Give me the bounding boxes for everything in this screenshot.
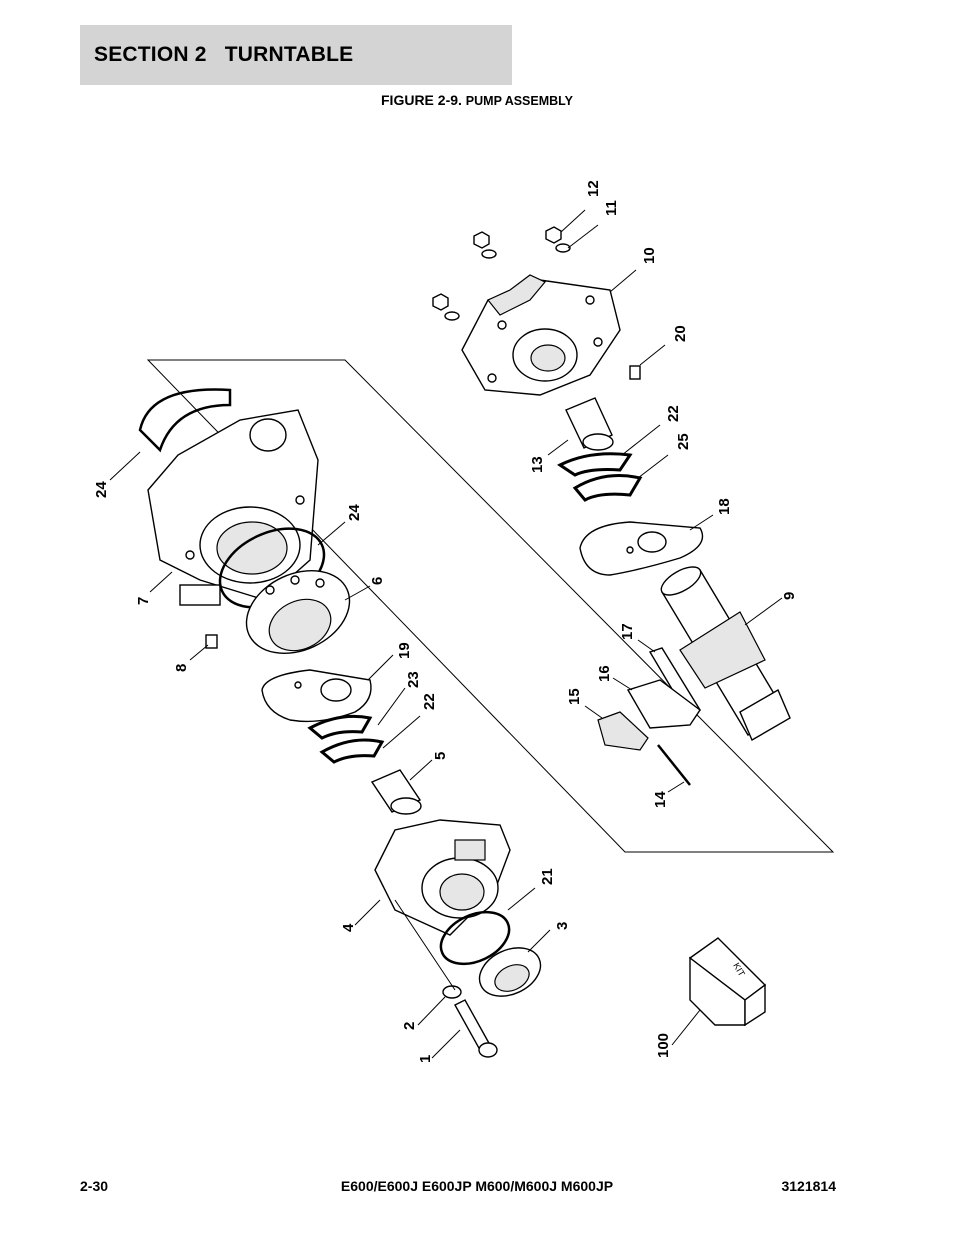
callout-22-upper: 22 [665,405,682,422]
callout-4: 4 [340,923,357,932]
callout-12: 12 [585,180,602,197]
callout-labels: 12 11 10 20 22 25 13 18 9 17 16 15 14 24… [93,180,798,1063]
pressure-plate-shim [597,711,649,751]
locating-pin [205,634,218,649]
callout-1: 1 [417,1055,434,1063]
callout-13: 13 [529,456,546,473]
callout-5: 5 [432,752,449,760]
callout-25: 25 [675,433,692,450]
pressure-plate [626,679,701,729]
section-title: TURNTABLE [224,43,354,66]
section-header: SECTION 2 TURNTABLE [80,25,512,85]
seal-upper-2 [572,474,643,502]
callout-100: 100 [655,1033,672,1058]
callout-2: 2 [401,1022,418,1030]
washer [442,985,462,999]
callout-16: 16 [596,665,613,682]
section-number: SECTION 2 [94,43,207,66]
callout-10: 10 [641,247,658,264]
callout-21: 21 [539,868,556,885]
callout-8: 8 [173,664,190,672]
seal-kit-box: KIT [688,937,767,1027]
axis-line [394,899,456,991]
figure-label: FIGURE 2-9. [381,92,462,108]
callout-20: 20 [672,325,689,342]
leader-lines [109,209,783,1059]
callout-14: 14 [652,791,669,808]
cap-screw [454,999,498,1058]
figure-caption: PUMP ASSEMBLY [465,94,573,108]
nut-washer-set [432,226,571,321]
dowel-pin [629,365,641,380]
group-outline [146,359,835,853]
wear-plate-upper [579,521,704,576]
callout-23: 23 [405,671,422,688]
model-numbers: E600/E600J E600JP M600/M600J M600JP [340,1178,614,1194]
end-cover [374,819,511,936]
seal-lower-1 [307,714,373,740]
figure-title: FIGURE 2-9. PUMP ASSEMBLY [0,92,954,108]
wear-plate-lower [261,669,372,723]
callout-6: 6 [369,577,386,585]
callout-18: 18 [716,498,733,515]
page-number: 2-30 [80,1178,109,1194]
callout-9: 9 [781,592,798,600]
drive-shaft [660,566,791,742]
callout-15: 15 [566,688,583,705]
callout-7: 7 [135,597,152,605]
callout-19: 19 [396,642,413,659]
callout-17: 17 [619,623,636,640]
seal-lower-2 [319,738,385,764]
callout-24-lower: 24 [346,504,363,521]
o-ring-upper [138,388,232,453]
roll-pin [657,744,691,786]
document-number: 3121814 [781,1178,836,1194]
o-ring-cover [439,910,511,966]
bushing-upper [565,397,614,451]
pump-housing [147,409,319,606]
callout-3: 3 [554,922,571,930]
mounting-flange [461,274,621,396]
callout-11: 11 [603,200,620,216]
bushing-lower [370,769,422,815]
seal-upper-1 [557,452,633,477]
gear-ring [245,569,351,655]
callout-24-upper: 24 [93,481,110,498]
callout-22-lower: 22 [421,693,438,710]
coupling [478,947,542,997]
